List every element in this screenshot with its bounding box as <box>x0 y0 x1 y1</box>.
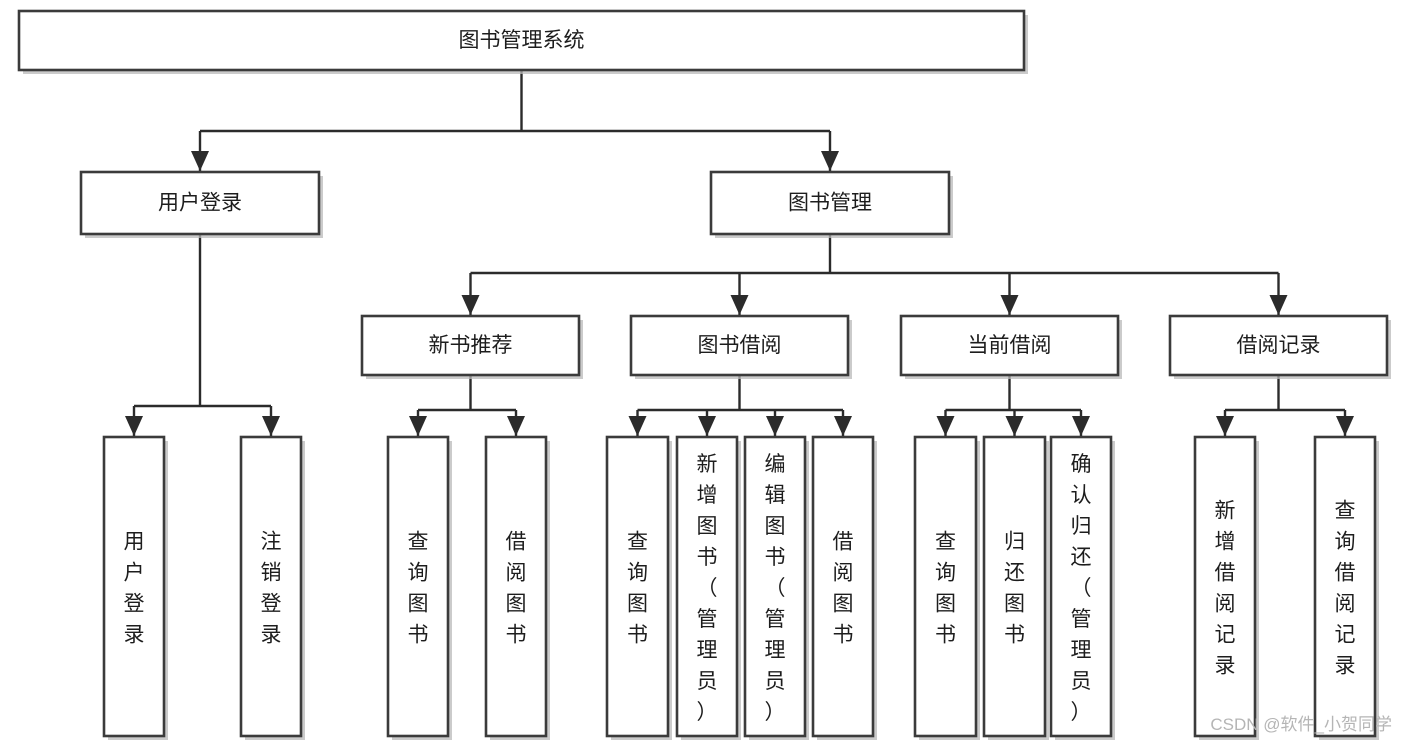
node-label: 新书推荐 <box>429 334 513 357</box>
node-label: 确认归还（管理员） <box>1071 453 1092 724</box>
node-label: 查询图书 <box>627 531 648 647</box>
node-label: 查询图书 <box>935 531 956 647</box>
box-outline <box>239 435 303 738</box>
box-outline <box>605 435 670 738</box>
arrow-head-icon <box>1000 295 1019 315</box>
node-label: 注销登录 <box>261 531 282 647</box>
node-leaf-logout[interactable]: 注销登录 <box>239 435 305 740</box>
node-user-login[interactable]: 用户登录 <box>79 170 323 238</box>
arrow-head-icon <box>1336 416 1354 436</box>
arrow-head-icon <box>125 416 143 436</box>
arrow-head-icon <box>628 416 647 436</box>
node-label: 归还图书 <box>1004 531 1025 647</box>
node-label: 查询图书 <box>408 531 429 647</box>
box-outline <box>1193 435 1257 738</box>
node-book-borrow[interactable]: 图书借阅 <box>629 314 852 379</box>
node-leaf-query-record[interactable]: 查询借阅记录 <box>1313 435 1379 740</box>
arrow-head-icon <box>507 416 525 436</box>
arrow-head-icon <box>191 151 209 171</box>
arrow-head-icon <box>1072 416 1090 436</box>
node-leaf-query-book-2[interactable]: 查询图书 <box>605 435 672 740</box>
node-leaf-query-book-3[interactable]: 查询图书 <box>913 435 980 740</box>
node-leaf-confirm-return[interactable]: 确认归还（管理员） <box>1049 435 1115 740</box>
node-label: 新增图书（管理员） <box>697 453 718 724</box>
box-outline <box>709 170 951 236</box>
node-label: 图书借阅 <box>698 334 782 357</box>
box-outline <box>675 435 739 738</box>
box-outline <box>79 170 321 236</box>
box-outline <box>1313 435 1377 738</box>
node-leaf-user-login[interactable]: 用户登录 <box>102 435 168 740</box>
node-label: 图书管理 <box>788 192 872 215</box>
arrow-head-icon <box>1269 295 1288 315</box>
node-leaf-return-book[interactable]: 归还图书 <box>982 435 1049 740</box>
node-label: 新增借阅记录 <box>1215 500 1236 678</box>
node-label: 编辑图书（管理员） <box>765 453 786 724</box>
node-leaf-borrow-book-1[interactable]: 借阅图书 <box>484 435 550 740</box>
box-outline <box>484 435 548 738</box>
node-label: 借阅图书 <box>833 531 854 647</box>
node-leaf-add-book[interactable]: 新增图书（管理员） <box>675 435 741 740</box>
box-outline <box>1049 435 1113 738</box>
arrow-head-icon <box>1005 416 1024 436</box>
node-leaf-borrow-book-2[interactable]: 借阅图书 <box>811 435 877 740</box>
node-label: 当前借阅 <box>968 334 1052 357</box>
box-outline <box>17 9 1026 72</box>
node-label: 图书管理系统 <box>459 29 585 52</box>
node-label: 借阅记录 <box>1237 334 1321 357</box>
box-outline <box>982 435 1047 738</box>
node-label: 用户登录 <box>124 531 145 647</box>
node-leaf-edit-book[interactable]: 编辑图书（管理员） <box>743 435 809 740</box>
arrow-head-icon <box>834 416 852 436</box>
arrow-head-icon <box>821 151 839 171</box>
arrow-head-icon <box>409 416 427 436</box>
node-book-manage[interactable]: 图书管理 <box>709 170 953 238</box>
box-outline <box>360 314 581 377</box>
node-borrow-record[interactable]: 借阅记录 <box>1168 314 1391 379</box>
node-leaf-query-book-1[interactable]: 查询图书 <box>386 435 452 740</box>
node-new-book-rec[interactable]: 新书推荐 <box>360 314 583 379</box>
arrow-head-icon <box>1216 416 1234 436</box>
arrow-head-icon <box>262 416 280 436</box>
arrow-head-icon <box>461 295 480 315</box>
box-outline <box>899 314 1120 377</box>
node-leaf-add-record[interactable]: 新增借阅记录 <box>1193 435 1259 740</box>
node-root[interactable]: 图书管理系统 <box>17 9 1028 74</box>
connector-layer <box>125 70 1354 436</box>
box-outline <box>386 435 450 738</box>
arrow-head-icon <box>936 416 955 436</box>
arrow-head-icon <box>766 416 784 436</box>
box-outline <box>811 435 875 738</box>
arrow-head-icon <box>698 416 716 436</box>
node-layer: 图书管理系统用户登录图书管理新书推荐图书借阅当前借阅借阅记录用户登录注销登录查询… <box>17 9 1391 740</box>
box-outline <box>629 314 850 377</box>
box-outline <box>913 435 978 738</box>
box-outline <box>1168 314 1389 377</box>
node-label: 用户登录 <box>158 192 242 215</box>
box-outline <box>743 435 807 738</box>
node-current-borrow[interactable]: 当前借阅 <box>899 314 1122 379</box>
node-label: 查询借阅记录 <box>1335 500 1356 678</box>
node-label: 借阅图书 <box>506 531 527 647</box>
box-outline <box>102 435 166 738</box>
arrow-head-icon <box>730 295 749 315</box>
csdn-watermark: CSDN @软件_小贺同学 <box>1210 715 1392 734</box>
